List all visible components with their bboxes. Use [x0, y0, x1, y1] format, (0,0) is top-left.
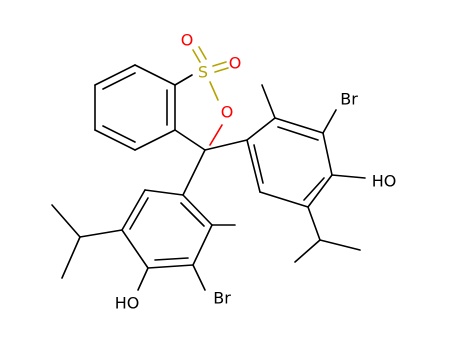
bond-inner [277, 126, 319, 141]
bond-inner [102, 72, 136, 90]
bond [134, 129, 176, 151]
bond [214, 67, 229, 73]
bond [94, 64, 136, 86]
bond-inner [253, 144, 264, 184]
isopropyl-bond [294, 239, 321, 263]
bond [182, 149, 206, 196]
bromine-right-label: Br [340, 90, 358, 109]
bond [307, 174, 333, 208]
bond [182, 194, 213, 226]
bond [246, 139, 261, 193]
central-carbon-bonds [182, 139, 248, 196]
bond [174, 74, 193, 86]
bond [209, 124, 223, 146]
bromine-bottom-label: Br [213, 289, 231, 308]
bond [259, 191, 309, 208]
sulfur-label: S [198, 63, 208, 82]
bond [121, 229, 149, 269]
bond [274, 117, 324, 134]
isopropyl-bond [51, 204, 81, 238]
bond-inner [180, 202, 205, 227]
sulfonyl-group [192, 46, 229, 73]
right-aryl-ring [246, 84, 366, 263]
isopropyl-bond [79, 229, 123, 238]
bond [209, 81, 219, 101]
isopropyl-bond [319, 239, 361, 251]
bond-inner [154, 257, 189, 261]
bond [322, 132, 333, 176]
bond [174, 129, 206, 151]
methyl-bond [261, 84, 276, 119]
hydroxyl-bond [137, 267, 149, 291]
bond [246, 117, 276, 141]
hydroxyl-bond [331, 174, 366, 179]
bromine-bond [192, 264, 206, 291]
bond [192, 49, 201, 63]
bond [144, 189, 184, 196]
bond [147, 264, 194, 269]
bond [134, 64, 176, 86]
isopropyl-bond [307, 206, 321, 241]
bond-inner [303, 177, 325, 201]
bromine-bond [322, 109, 337, 134]
benzo-ring [94, 64, 176, 151]
bond-inner [129, 197, 149, 230]
ring-oxygen-label: O [221, 103, 234, 122]
atom-labels: S O O O Br HO Br HO [115, 31, 397, 313]
sultone-ring [174, 74, 223, 151]
bond [121, 189, 146, 231]
sulfonyl-oxygen-right-label: O [229, 54, 242, 73]
bond [198, 46, 207, 60]
hydroxyl-bottom-label: HO [115, 294, 140, 313]
bond [212, 61, 227, 67]
bond [94, 129, 136, 151]
bond [204, 139, 248, 151]
isopropyl-bond [61, 236, 81, 279]
bond-inner [102, 125, 136, 143]
bond [192, 224, 213, 266]
left-aryl-ring [51, 189, 236, 291]
sulfonyl-oxygen-top-label: O [181, 31, 194, 50]
hydroxyl-right-label: HO [372, 172, 397, 191]
